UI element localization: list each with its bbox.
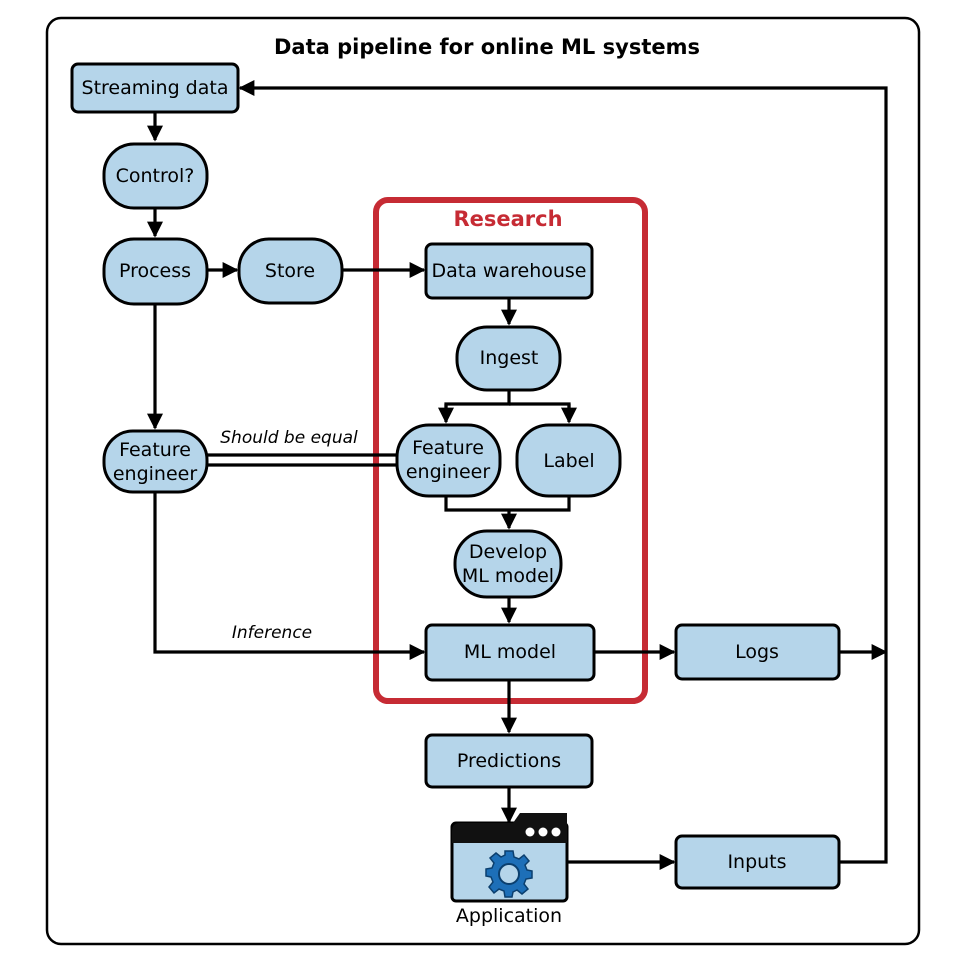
svg-text:Logs: Logs [735, 641, 779, 663]
edge-label-inference: Inference [232, 623, 312, 643]
svg-text:Develop: Develop [469, 541, 547, 563]
node-feature-engineer-left: Feature engineer [102, 429, 209, 494]
node-predictions: Predictions [424, 733, 594, 789]
svg-text:Streaming data: Streaming data [82, 77, 229, 99]
application-label: Application [456, 905, 562, 927]
node-inputs: Inputs [674, 834, 841, 890]
svg-text:Control?: Control? [116, 165, 195, 187]
gear-icon [485, 850, 533, 898]
node-control: Control? [102, 142, 209, 210]
svg-text:Process: Process [119, 260, 191, 282]
edge-label-should-be-equal: Should be equal [220, 428, 358, 448]
svg-text:Feature: Feature [412, 437, 484, 459]
diagram-title: Data pipeline for online ML systems [274, 35, 700, 59]
node-streaming-data: Streaming data [70, 62, 240, 114]
node-label: Label [515, 423, 622, 498]
svg-text:Store: Store [265, 260, 315, 282]
edge-inference [153, 492, 426, 660]
svg-text:engineer: engineer [113, 463, 197, 485]
node-data-warehouse: Data warehouse [424, 242, 594, 300]
svg-text:Predictions: Predictions [457, 750, 561, 772]
svg-text:Data warehouse: Data warehouse [432, 260, 587, 282]
svg-text:Feature: Feature [119, 439, 191, 461]
svg-text:engineer: engineer [406, 461, 490, 483]
edge-feedback-loop [238, 80, 888, 864]
research-label: Research [453, 207, 562, 231]
svg-text:ML model: ML model [462, 565, 554, 587]
svg-text:Label: Label [543, 450, 594, 472]
node-store: Store [237, 237, 344, 305]
node-process: Process [102, 237, 209, 306]
svg-text:ML model: ML model [464, 641, 556, 663]
node-ingest: Ingest [455, 325, 562, 392]
node-develop-ml-model: Develop ML model [453, 529, 563, 599]
node-ml-model: ML model [424, 623, 596, 682]
node-logs: Logs [674, 623, 841, 681]
svg-text:Inputs: Inputs [727, 851, 786, 873]
application-window-gear-icon [450, 813, 569, 903]
node-feature-engineer-research: Feature engineer [395, 423, 502, 498]
svg-text:Ingest: Ingest [480, 347, 539, 369]
